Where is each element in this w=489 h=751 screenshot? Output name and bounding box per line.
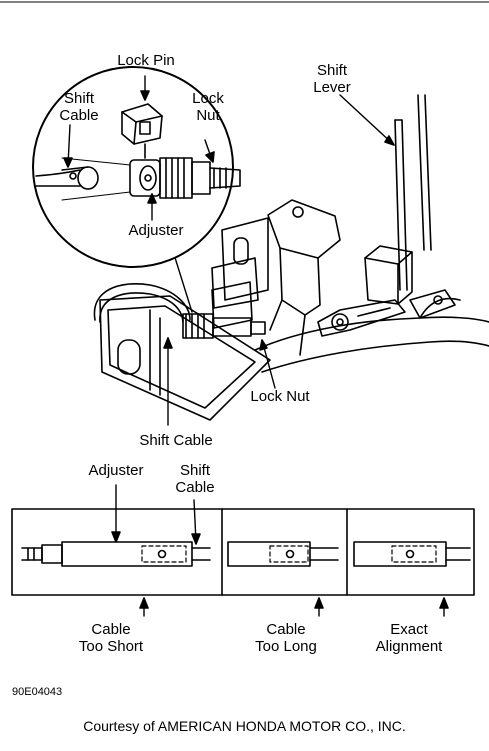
label-shift-cable-panel: Shift Cable [175,462,215,496]
label-lock-nut: Lock Nut [250,388,310,405]
label-cable-too-short: Cable Too Short [78,621,144,655]
shift-lever-assembly [211,94,489,373]
cable-too-short-diagram [21,484,211,617]
label-adjuster-inset: Adjuster [128,222,184,239]
label-shift-cable: Shift Cable [139,432,213,449]
label-shift-lever: Shift Lever [313,62,351,96]
shift-cable-assembly [93,247,276,426]
figure-code: 90E04043 [12,686,63,698]
credit-line: Courtesy of AMERICAN HONDA MOTOR CO., IN… [83,718,406,734]
label-lock-nut-inset: Lock Nut [192,90,224,124]
label-exact-alignment: Exact Alignment [375,621,443,655]
label-shift-cable-inset: Shift Cable [59,90,99,124]
cable-too-long-diagram [227,541,339,617]
inset-detail [32,66,241,268]
label-lock-pin: Lock Pin [117,52,175,69]
label-cable-too-long: Cable Too Long [255,621,317,655]
label-adjuster-panel: Adjuster [88,462,144,479]
exact-alignment-diagram [353,541,471,617]
alignment-panel [11,484,475,617]
